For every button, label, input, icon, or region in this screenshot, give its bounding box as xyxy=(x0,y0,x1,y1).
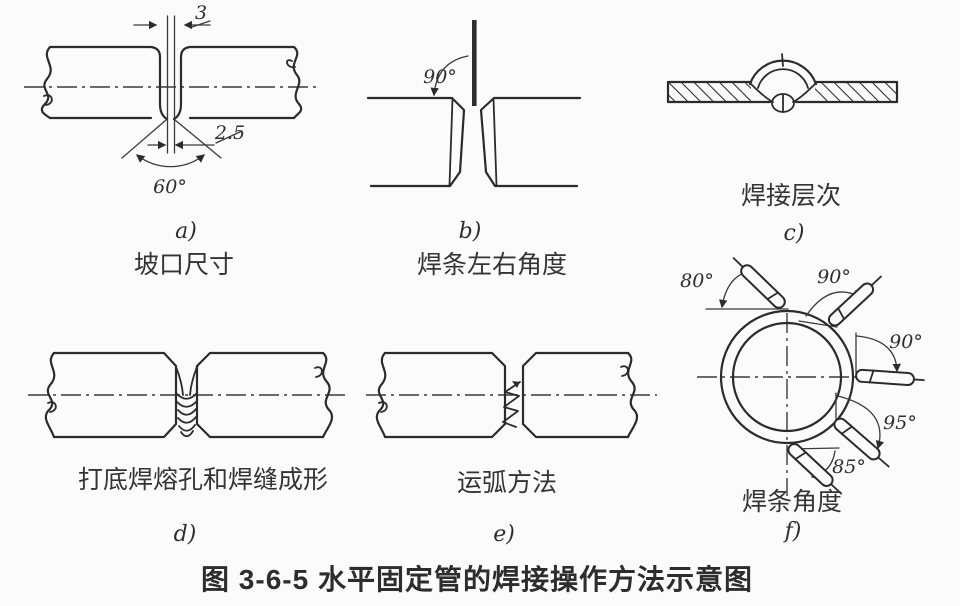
weave-zigzag xyxy=(502,381,521,428)
pipe-inner-wall xyxy=(731,321,843,433)
pipe-break-line xyxy=(375,351,387,439)
angle-label-top-right: 90° xyxy=(817,266,851,288)
hatched-plate-right xyxy=(815,83,896,101)
dim-label-angle: 90° xyxy=(423,66,457,88)
panel-a-title: 坡口尺寸 xyxy=(134,251,234,279)
panel-d-letter: d) xyxy=(174,522,197,547)
panel-c-title: 焊接层次 xyxy=(741,182,841,210)
panel-b-letter: b) xyxy=(459,219,482,244)
pipe-break-line xyxy=(40,45,52,120)
dimension-root-2-5: 2.5 xyxy=(147,122,245,150)
electrode-right xyxy=(855,368,925,387)
electrode xyxy=(472,20,477,106)
dim-label-angle: 60° xyxy=(153,176,187,198)
panel-e-letter: e) xyxy=(493,522,515,547)
panel-d-root-pass: 打底焊熔孔和焊缝成形 d) xyxy=(28,351,346,547)
panel-c-weld-layers: 焊接层次 c) xyxy=(666,53,899,246)
panel-d-title: 打底焊熔孔和焊缝成形 xyxy=(78,466,328,494)
panel-e-title: 运弧方法 xyxy=(457,469,557,497)
electrode-top-left xyxy=(732,257,786,309)
dimension-angle-90: 90° xyxy=(423,55,469,97)
dim-label-gap: 3 xyxy=(195,2,207,24)
panel-b-title: 焊条左右角度 xyxy=(417,251,567,279)
angle-label-bottom: 85° xyxy=(832,456,866,478)
pipe-break-line xyxy=(321,351,334,439)
angle-label-bottom-right: 95° xyxy=(883,412,917,434)
dimension-gap-3: 3 xyxy=(133,2,211,30)
electrode-top-right xyxy=(827,275,882,327)
weld-layer-arc xyxy=(757,68,809,89)
panel-a-groove-dimensions: 3 2.5 60° a) 坡口尺寸 xyxy=(24,2,316,279)
hatched-plate-left xyxy=(669,83,751,101)
electrode-bottom-right xyxy=(833,417,890,468)
panel-f-title: 焊条角度 xyxy=(742,488,842,516)
panel-e-arc-weaving: 运弧方法 e) xyxy=(366,351,657,547)
panel-f-letter: f) xyxy=(783,519,802,544)
weld-bead-ripples xyxy=(176,392,198,438)
angle-label-right: 90° xyxy=(889,331,923,353)
panel-a-letter: a) xyxy=(175,219,197,244)
panel-f-electrode-angles: 80° 90° 90° 95° 85° 焊条角度 f) xyxy=(680,257,925,544)
pipe-break-line xyxy=(626,351,639,439)
pipe-break-line xyxy=(292,45,303,120)
dimension-angle-60: 60° xyxy=(121,119,222,198)
melt-hole xyxy=(175,366,198,396)
angle-label-top-left: 80° xyxy=(680,270,714,292)
pipe-break-line xyxy=(44,351,56,439)
panel-b-electrode-side-angle: 90° b) 焊条左右角度 xyxy=(366,20,582,279)
electrode-bottom xyxy=(787,442,843,495)
figure-caption: 图 3-6-5 水平固定管的焊接操作方法示意图 xyxy=(201,563,753,595)
dim-label-root: 2.5 xyxy=(214,122,245,144)
panel-c-letter: c) xyxy=(784,221,805,246)
pipe-outer-wall xyxy=(719,309,855,445)
